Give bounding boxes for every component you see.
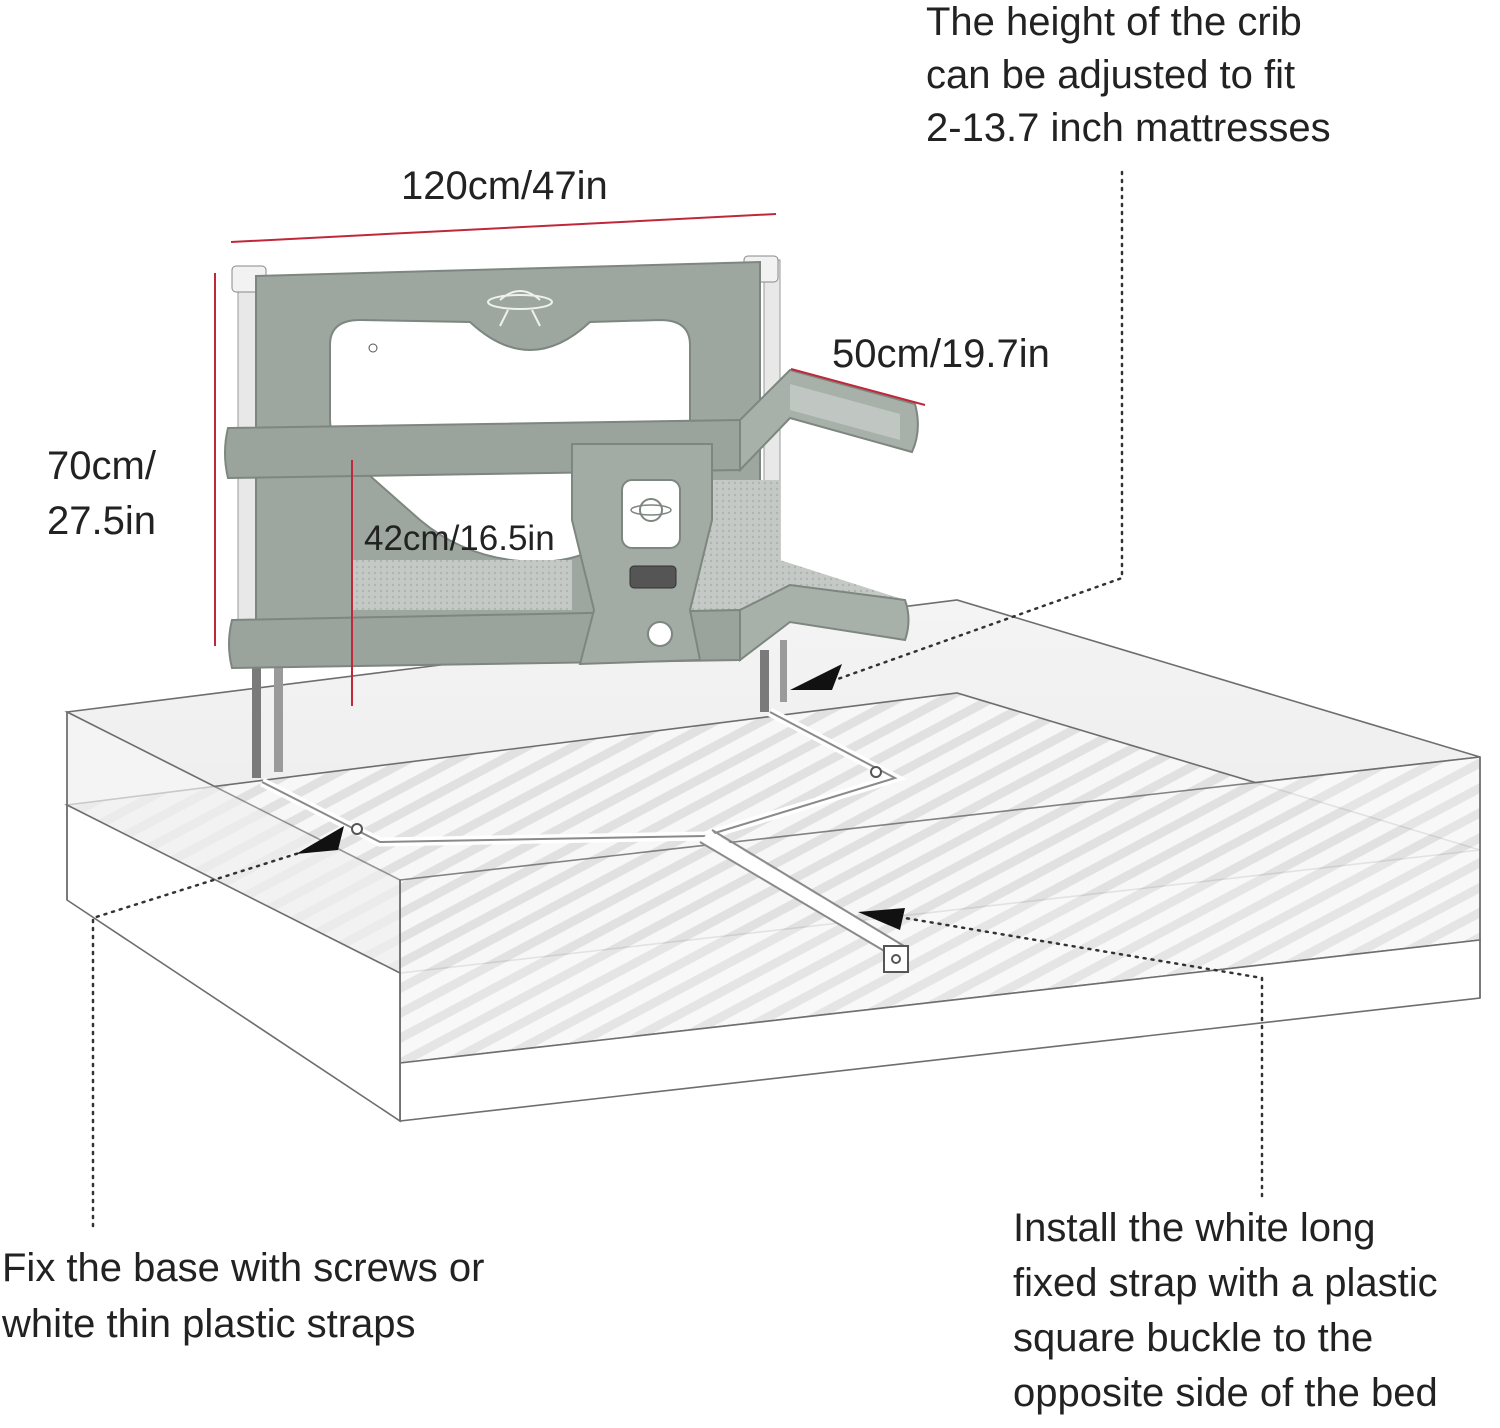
width-dimension-line <box>230 213 777 243</box>
strap-install-note-line-4: opposite side of the bed <box>1013 1371 1438 1415</box>
screw-hole <box>368 343 378 353</box>
crib <box>224 255 919 778</box>
dimension-lines <box>214 213 926 706</box>
strap-eyelet-right <box>870 766 882 778</box>
arrow-mattress-height <box>790 664 842 690</box>
y-strap <box>259 708 909 973</box>
strap-install-note-line-1: Install the white long <box>1013 1206 1376 1250</box>
leader-strap <box>903 916 1264 1198</box>
crib-center-column <box>571 443 713 666</box>
height-label: 70cm/ 27.5in <box>47 446 156 556</box>
strap-install-note-line-3: square buckle to the <box>1013 1316 1374 1360</box>
leader-base-fix <box>91 846 317 1228</box>
strap-install-note: Install the white long fixed strap with … <box>1013 1208 1438 1428</box>
mattress-height-note-line-2: can be adjusted to fit <box>926 53 1296 97</box>
crib-mesh-front <box>352 560 572 610</box>
crib-lock <box>629 565 677 589</box>
base-fix-note-line-1: Fix the base with screws or <box>2 1246 485 1290</box>
ufo-decoration <box>487 290 553 327</box>
arrow-strap <box>858 908 905 930</box>
arrow-base-fix <box>296 826 344 854</box>
depth-dimension-line <box>790 368 926 406</box>
height-label-line-1: 70cm/ <box>47 444 156 488</box>
leader-mattress-height <box>833 170 1124 682</box>
mattress-height-note-line-3: 2-13.7 inch mattresses <box>926 106 1331 150</box>
square-buckle <box>883 945 909 973</box>
base-fix-note-line-2: white thin plastic straps <box>2 1302 416 1346</box>
strap-eyelet-left <box>351 823 363 835</box>
mattress-height-note: The height of the crib can be adjusted t… <box>926 2 1331 161</box>
crib-release-button <box>647 621 673 647</box>
depth-label: 50cm/19.7in <box>832 332 1050 376</box>
inner-height-label: 42cm/16.5in <box>364 519 555 558</box>
bed-mattress <box>64 599 1481 1123</box>
base-fix-note: Fix the base with screws or white thin p… <box>2 1248 484 1360</box>
height-label-line-2: 27.5in <box>47 499 156 543</box>
leader-arrows <box>296 664 905 930</box>
leader-lines <box>91 170 1264 1228</box>
planet-badge <box>621 479 681 549</box>
strap-install-note-line-2: fixed strap with a plastic <box>1013 1261 1438 1305</box>
mattress-height-note-line-1: The height of the crib <box>926 0 1302 44</box>
width-label: 120cm/47in <box>401 164 608 208</box>
